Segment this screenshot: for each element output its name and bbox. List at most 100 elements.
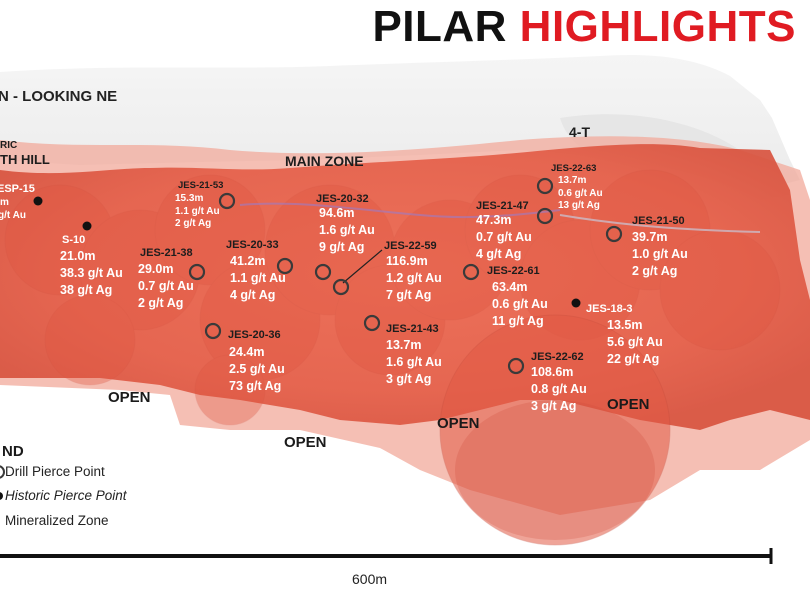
vein-trace-2 (559, 214, 761, 233)
hole-grade-ag: 3 g/t Ag (531, 399, 577, 413)
hole-values-jes-22-59: 116.9m 1.2 g/t Au 7 g/t Ag (386, 253, 442, 304)
hole-grade-ag: 38 g/t Ag (60, 283, 113, 297)
hole-interval: 47.3m (476, 213, 512, 227)
four-t-label: 4-T (569, 124, 590, 140)
pierce-point-jes-22-59 (332, 278, 350, 296)
hole-id-jes-20-36: JES-20-36 (228, 329, 281, 341)
legend-title: ND (2, 443, 24, 460)
pierce-point-jes-22-63 (536, 177, 554, 195)
hole-interval: 15.3m (175, 193, 204, 204)
hole-values-s-10: 21.0m 38.3 g/t Au 38 g/t Ag (60, 248, 123, 299)
pierce-point-jes-21-50 (605, 225, 623, 243)
pierce-point-jes-20-33 (276, 257, 294, 275)
historic-point-jes-18-3 (571, 298, 581, 308)
hole-id-s-10: S-10 (62, 234, 86, 246)
historic-point-esp-15 (33, 196, 43, 206)
legend-historic-symbol (0, 492, 3, 500)
hole-values-jes-20-32: 94.6m 1.6 g/t Au 9 g/t Ag (319, 205, 375, 256)
legend-historic-pierce-point: Historic Pierce Point (5, 488, 127, 503)
page-title: PILAR HIGHLIGHTS (372, 2, 796, 52)
hole-values-jes-21-53: 15.3m 1.1 g/t Au 2 g/t Ag (175, 193, 220, 231)
hole-interval: 63.4m (492, 280, 528, 294)
pierce-point-jes-20-32 (314, 263, 332, 281)
hole-interval: 24.4m (229, 345, 265, 359)
hole-grade-ag: 2 g/t Ag (632, 264, 678, 278)
title-word-pilar: PILAR (372, 2, 507, 51)
hole-interval: 94.6m (319, 206, 355, 220)
hole-grade-ag: 4 g/t Ag (230, 288, 276, 302)
hole-values-jes-18-3: 13.5m 5.6 g/t Au 22 g/t Ag (607, 317, 663, 368)
hole-interval: 41.2m (230, 254, 266, 268)
hole-interval: 13.5m (607, 318, 643, 332)
pierce-point-jes-21-47 (536, 207, 554, 225)
pierce-point-jes-22-62 (507, 357, 525, 375)
vein-trace (239, 202, 561, 219)
hole-grade-au: 5.6 g/t Au (607, 335, 663, 349)
hole-values-jes-21-38: 29.0m 0.7 g/t Au 2 g/t Ag (138, 261, 194, 312)
hole-grade-ag: 3 g/t Ag (386, 372, 432, 386)
hole-interval: 29.0m (138, 262, 174, 276)
hole-grade-ag: 11 g/t Ag (492, 314, 544, 328)
zone-lobes (4, 169, 781, 426)
legend-mineralized-zone: Mineralized Zone (5, 513, 109, 528)
hole-values-jes-20-33: 41.2m 1.1 g/t Au 4 g/t Ag (230, 253, 286, 304)
hole-grade-au: 2.5 g/t Au (229, 362, 285, 376)
historic-label-fragment: RIC (0, 140, 18, 151)
hole-id-jes-22-62: JES-22-62 (531, 351, 584, 363)
hole-interval: 108.6m (531, 365, 574, 379)
legend-drill-pierce-point: Drill Pierce Point (5, 464, 105, 479)
pierce-point-jes-21-53 (218, 192, 236, 210)
hole-id-jes-22-61: JES-22-61 (487, 265, 540, 277)
hole-id-jes-20-32: JES-20-32 (316, 193, 369, 205)
leader-line-jes-22-59 (342, 249, 383, 284)
hole-grade-ag: 22 g/t Ag (607, 352, 660, 366)
hole-grade-au: 0.8 g/t Au (531, 382, 587, 396)
hole-interval: 13.7m (558, 175, 587, 186)
pierce-point-jes-20-36 (204, 322, 222, 340)
hole-values-esp-15: m g/t Au (0, 197, 26, 222)
hole-values-jes-22-61: 63.4m 0.6 g/t Au 11 g/t Ag (492, 279, 548, 330)
view-direction-label: N - LOOKING NE (0, 88, 118, 105)
hole-interval: 116.9m (386, 254, 428, 268)
hole-grade-au: 0.6 g/t Au (492, 297, 548, 311)
hole-id-jes-22-59: JES-22-59 (384, 240, 437, 252)
hole-grade-au: 0.6 g/t Au (558, 187, 603, 199)
legend-drill-symbol (0, 465, 5, 479)
pierce-point-jes-22-61 (462, 263, 480, 281)
hole-id-jes-20-33: JES-20-33 (226, 239, 279, 251)
open-label: OPEN (607, 396, 650, 413)
hole-grade-ag: 4 g/t Ag (476, 247, 522, 261)
pierce-point-jes-21-38 (188, 263, 206, 281)
hole-id-jes-21-47: JES-21-47 (476, 200, 529, 212)
hole-id-jes-18-3: JES-18-3 (586, 303, 633, 315)
hole-grade-ag: 73 g/t Ag (229, 379, 282, 393)
hole-grade-au: g/t Au (0, 209, 26, 221)
hole-values-jes-21-50: 39.7m 1.0 g/t Au 2 g/t Ag (632, 229, 688, 280)
hole-grade-ag: 9 g/t Ag (319, 240, 365, 254)
open-label: OPEN (284, 434, 327, 451)
hole-id-esp-15: ESP-15 (0, 183, 35, 195)
hole-grade-au: 38.3 g/t Au (60, 266, 123, 280)
hole-grade-au: 1.1 g/t Au (230, 271, 286, 285)
open-label: OPEN (437, 415, 480, 432)
hole-grade-ag: 2 g/t Ag (138, 296, 184, 310)
historic-pierce-points (33, 196, 581, 308)
hole-values-jes-22-63: 13.7m 0.6 g/t Au 13 g/t Ag (558, 175, 603, 213)
hole-id-jes-21-50: JES-21-50 (632, 215, 685, 227)
title-word-highlights: HIGHLIGHTS (519, 2, 796, 51)
lower-sphere (439, 314, 671, 546)
hole-values-jes-21-47: 47.3m 0.7 g/t Au 4 g/t Ag (476, 212, 532, 263)
hole-id-jes-22-63: JES-22-63 (551, 163, 597, 174)
hill-label-fragment: TH HILL (0, 152, 50, 167)
pierce-point-jes-21-43 (363, 314, 381, 332)
hole-grade-au: 1.2 g/t Au (386, 271, 442, 285)
hole-grade-au: 1.1 g/t Au (175, 205, 220, 217)
main-zone-label: MAIN ZONE (285, 153, 364, 169)
hole-id-jes-21-38: JES-21-38 (140, 247, 193, 259)
hole-interval: 21.0m (60, 249, 96, 263)
hole-grade-ag: 13 g/t Ag (558, 200, 600, 211)
drill-pierce-points (188, 177, 623, 375)
scale-bar-label: 600m (352, 571, 388, 587)
